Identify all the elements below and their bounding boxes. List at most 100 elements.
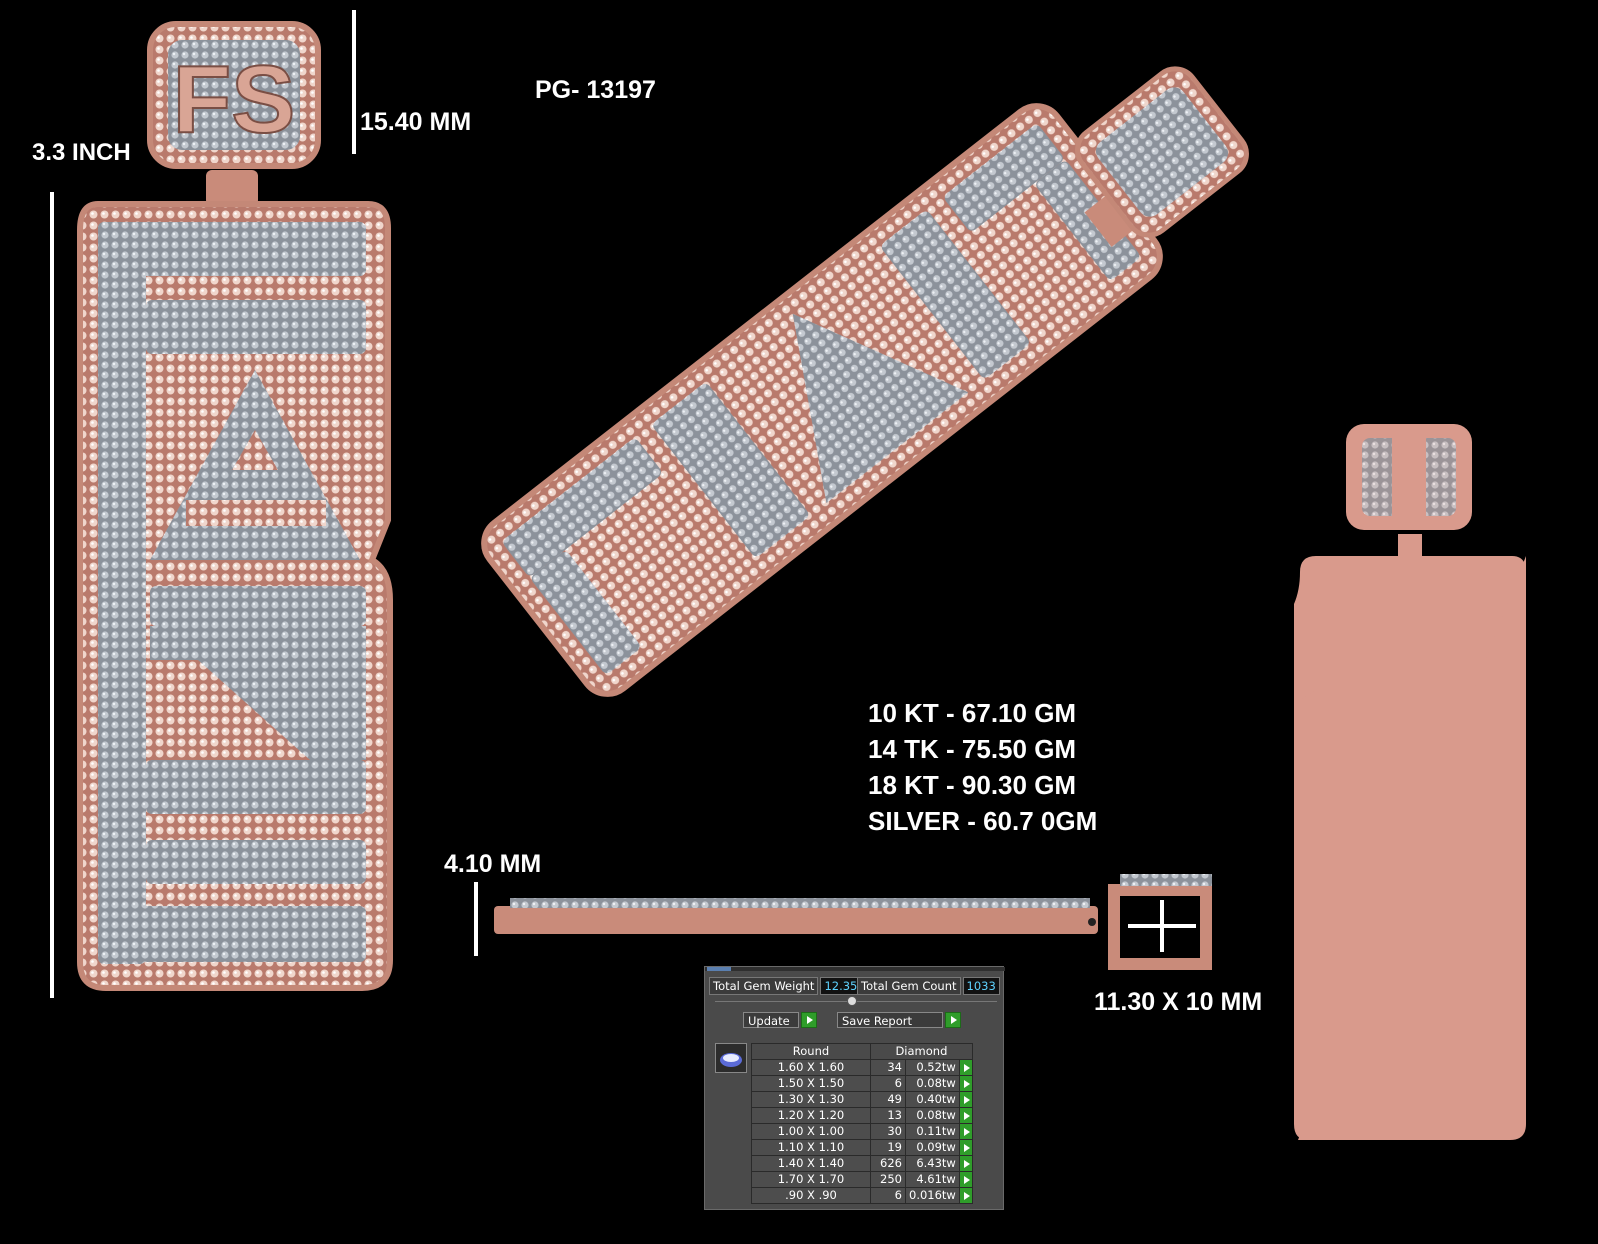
side-pave: [510, 898, 1090, 908]
height-label: 3.3 INCH: [32, 139, 131, 166]
persp-band: [653, 383, 809, 557]
thickness-line: [474, 882, 478, 956]
gem-weight: 0.52tw: [905, 1059, 960, 1076]
gem-table-header: Round Diamond: [751, 1043, 973, 1060]
gem-size: .90 X .90: [751, 1187, 871, 1204]
gem-size: 1.40 X 1.40: [751, 1155, 871, 1172]
total-gem-count-value: 1033: [962, 977, 1000, 995]
weight-silver: SILVER - 60.7 0GM: [868, 806, 1098, 836]
side-bail-pave: [1120, 874, 1212, 886]
row-go-icon[interactable]: [958, 1187, 973, 1204]
collapse-toggle[interactable]: [847, 996, 857, 1006]
total-gem-count-label: Total Gem Count: [857, 977, 961, 995]
total-gem-weight: Total Gem Weight 12.35: [709, 977, 862, 995]
letter-band: [150, 586, 366, 626]
side-loop: [1088, 918, 1096, 926]
persp-band: [503, 439, 661, 576]
gem-count: 34: [870, 1059, 906, 1076]
update-button[interactable]: Update: [743, 1012, 799, 1028]
gem-count: 626: [870, 1155, 906, 1172]
perspective-view: [481, 66, 1249, 697]
row-go-icon[interactable]: [958, 1155, 973, 1172]
letter-band: [146, 300, 366, 354]
total-gem-count: Total Gem Count 1033: [857, 977, 1000, 995]
weight-10kt: 10 KT - 67.10 GM: [868, 698, 1077, 728]
bail-height-line: [352, 10, 356, 154]
gem-count: 19: [870, 1139, 906, 1156]
letter-z: [150, 626, 366, 760]
panel-titlebar: [705, 967, 1005, 971]
side-plate: [494, 906, 1098, 934]
side-view: [494, 874, 1212, 970]
weight-14kt: 14 TK - 75.50 GM: [868, 734, 1077, 764]
letter-a-hole: [232, 430, 278, 470]
front-view: FS: [77, 21, 393, 991]
save-report-go-icon[interactable]: [945, 1012, 961, 1028]
persp-band: [531, 551, 640, 674]
back-bail-strip: [1392, 424, 1426, 530]
gem-weight: 0.016tw: [905, 1187, 960, 1204]
gem-count: 49: [870, 1091, 906, 1108]
gem-count: 13: [870, 1107, 906, 1124]
total-gem-weight-label: Total Gem Weight: [709, 977, 819, 995]
letter-band: [98, 222, 146, 964]
total-gem-weight-value: 12.35: [820, 977, 862, 995]
gem-weight: 0.08tw: [905, 1075, 960, 1092]
product-code: PG- 13197: [535, 76, 656, 104]
save-report-button[interactable]: Save Report: [837, 1012, 943, 1028]
letter-band: [146, 840, 366, 884]
persp-band: [944, 125, 1063, 231]
letter-band: [98, 906, 366, 962]
gem-size: 1.00 X 1.00: [751, 1123, 871, 1140]
front-bail-pave: [168, 40, 300, 150]
bail-size-label: 11.30 X 10 MM: [1094, 988, 1263, 1016]
gem-weight: 0.09tw: [905, 1139, 960, 1156]
persp-bail-pave: [1095, 87, 1229, 217]
letter-band: [146, 760, 366, 814]
row-go-icon[interactable]: [958, 1139, 973, 1156]
gem-count: 250: [870, 1171, 906, 1188]
gem-weight: 6.43tw: [905, 1155, 960, 1172]
gem-weight: 0.40tw: [905, 1091, 960, 1108]
row-go-icon[interactable]: [958, 1107, 973, 1124]
persp-letter: [792, 313, 969, 504]
height-line: [50, 192, 54, 998]
persp-band: [881, 211, 1029, 378]
gem-size: 1.50 X 1.50: [751, 1075, 871, 1092]
letter-band: [98, 222, 366, 276]
front-bail-monogram: FS: [173, 46, 296, 153]
weight-18kt: 18 KT - 90.30 GM: [868, 770, 1077, 800]
back-view: [1294, 424, 1526, 1140]
row-go-icon[interactable]: [958, 1171, 973, 1188]
front-link: [206, 170, 258, 206]
row-go-icon[interactable]: [958, 1123, 973, 1140]
gem-size: 1.10 X 1.10: [751, 1139, 871, 1156]
diamond-icon[interactable]: [715, 1043, 747, 1073]
update-go-icon[interactable]: [801, 1012, 817, 1028]
gem-weight: 4.61tw: [905, 1171, 960, 1188]
gem-size: 1.20 X 1.20: [751, 1107, 871, 1124]
gem-size: 1.60 X 1.60: [751, 1059, 871, 1076]
gem-count: 30: [870, 1123, 906, 1140]
persp-link: [1084, 188, 1142, 248]
row-go-icon[interactable]: [958, 1091, 973, 1108]
gem-count: 6: [870, 1075, 906, 1092]
gem-count: 6: [870, 1187, 906, 1204]
row-go-icon[interactable]: [958, 1059, 973, 1076]
back-plate-body: [1300, 690, 1500, 1140]
row-go-icon[interactable]: [958, 1075, 973, 1092]
gem-size: 1.70 X 1.70: [751, 1171, 871, 1188]
bail-height-label: 15.40 MM: [360, 108, 472, 136]
